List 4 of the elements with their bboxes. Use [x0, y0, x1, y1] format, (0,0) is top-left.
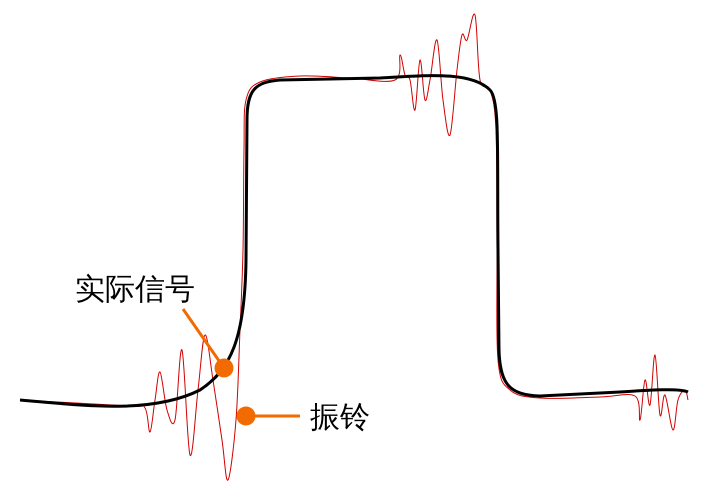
leader-line	[236, 406, 300, 426]
callout-label: 实际信号	[75, 272, 195, 308]
callout-label: 振铃	[310, 400, 370, 436]
leader-line	[182, 308, 234, 378]
